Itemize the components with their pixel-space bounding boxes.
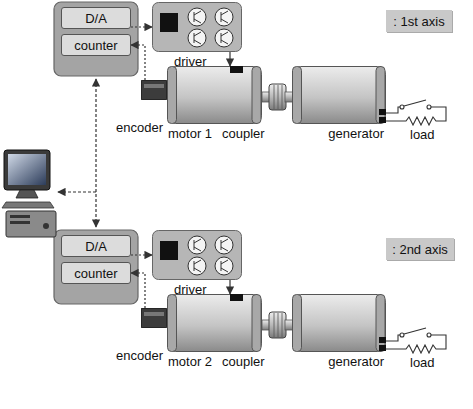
node-shape (152, 2, 242, 52)
io-box: D/A (61, 235, 131, 257)
part-caption: generator (328, 354, 384, 369)
signal-arrow (131, 26, 152, 27)
io-box: counter (61, 34, 131, 56)
axis-band: : 1st axis (386, 10, 452, 32)
box-label: counter (74, 266, 117, 281)
signal-arrow (229, 280, 230, 294)
axis-band: : 2nd axis (386, 238, 454, 260)
generator-body: generator (292, 66, 386, 124)
part-label: coupler (222, 354, 265, 369)
encoder-block: encoder (141, 80, 167, 100)
signal-arrow (229, 52, 230, 66)
signal-arrow (131, 273, 145, 308)
node-shape (141, 308, 167, 328)
node-shape (167, 294, 262, 352)
signal-arrow (131, 254, 152, 255)
part-caption: generator (328, 126, 384, 141)
node-shape (141, 80, 167, 100)
part-label: load (410, 127, 435, 142)
pc-link (58, 191, 96, 192)
io-box: D/A (61, 7, 131, 29)
computer-icon (2, 150, 56, 237)
box-label: D/A (85, 11, 107, 26)
node-shape (152, 230, 242, 280)
part-caption: encoder (116, 348, 163, 363)
box-label: : 2nd axis (392, 242, 448, 257)
box-label: : 1st axis (393, 14, 444, 29)
part-caption: motor 1 (168, 126, 212, 141)
part-label: coupler (222, 126, 265, 141)
part-caption: motor 2 (168, 354, 212, 369)
signal-arrow (131, 45, 145, 80)
node-shape (292, 66, 386, 124)
motor-body: motor 1 (167, 66, 262, 124)
driver-box: driver (152, 2, 242, 52)
motor-body: motor 2 (167, 294, 262, 352)
generator-body: generator (292, 294, 386, 352)
part-caption: encoder (116, 120, 163, 135)
node-shape (167, 66, 262, 124)
encoder-block: encoder (141, 308, 167, 328)
box-label: counter (74, 38, 117, 53)
driver-box: driver (152, 230, 242, 280)
box-label: D/A (85, 239, 107, 254)
node-shape (292, 294, 386, 352)
bus-line (95, 79, 96, 227)
io-box: counter (61, 262, 131, 284)
part-label: load (410, 355, 435, 370)
